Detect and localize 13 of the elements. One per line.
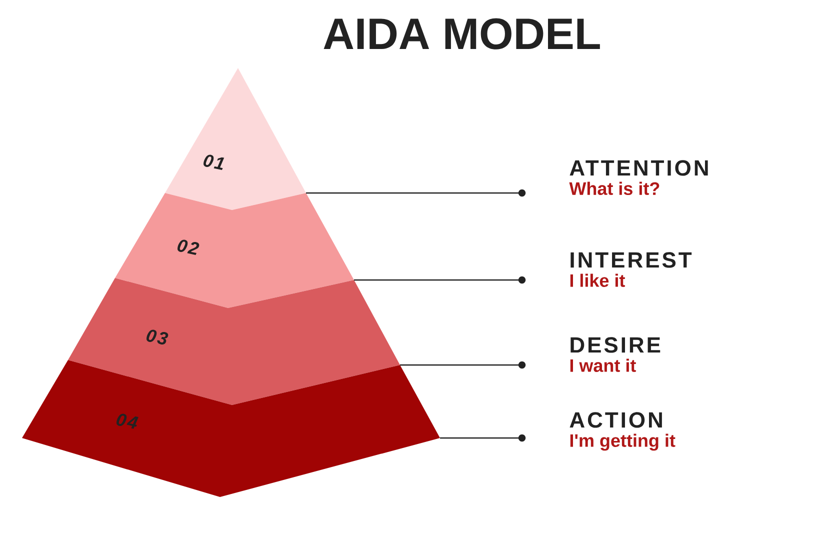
- stage-label: ATTENTION What is it?: [569, 160, 708, 195]
- pyramid-layer: 03: [68, 278, 400, 405]
- leader-line: [354, 276, 526, 284]
- pyramid-layer: 02: [115, 193, 354, 308]
- leader-line: [440, 434, 526, 442]
- leader-line: [306, 189, 526, 197]
- title: AIDA MODEL: [324, 18, 600, 50]
- stage-label: ACTION I'm getting it: [570, 412, 676, 451]
- stage-label: DESIRE I want it: [570, 337, 660, 372]
- pyramid-layer: 04: [22, 360, 440, 497]
- pyramid-layer: 01: [165, 68, 306, 210]
- leader-line: [400, 361, 526, 369]
- stage-label: INTEREST I like it: [570, 252, 692, 287]
